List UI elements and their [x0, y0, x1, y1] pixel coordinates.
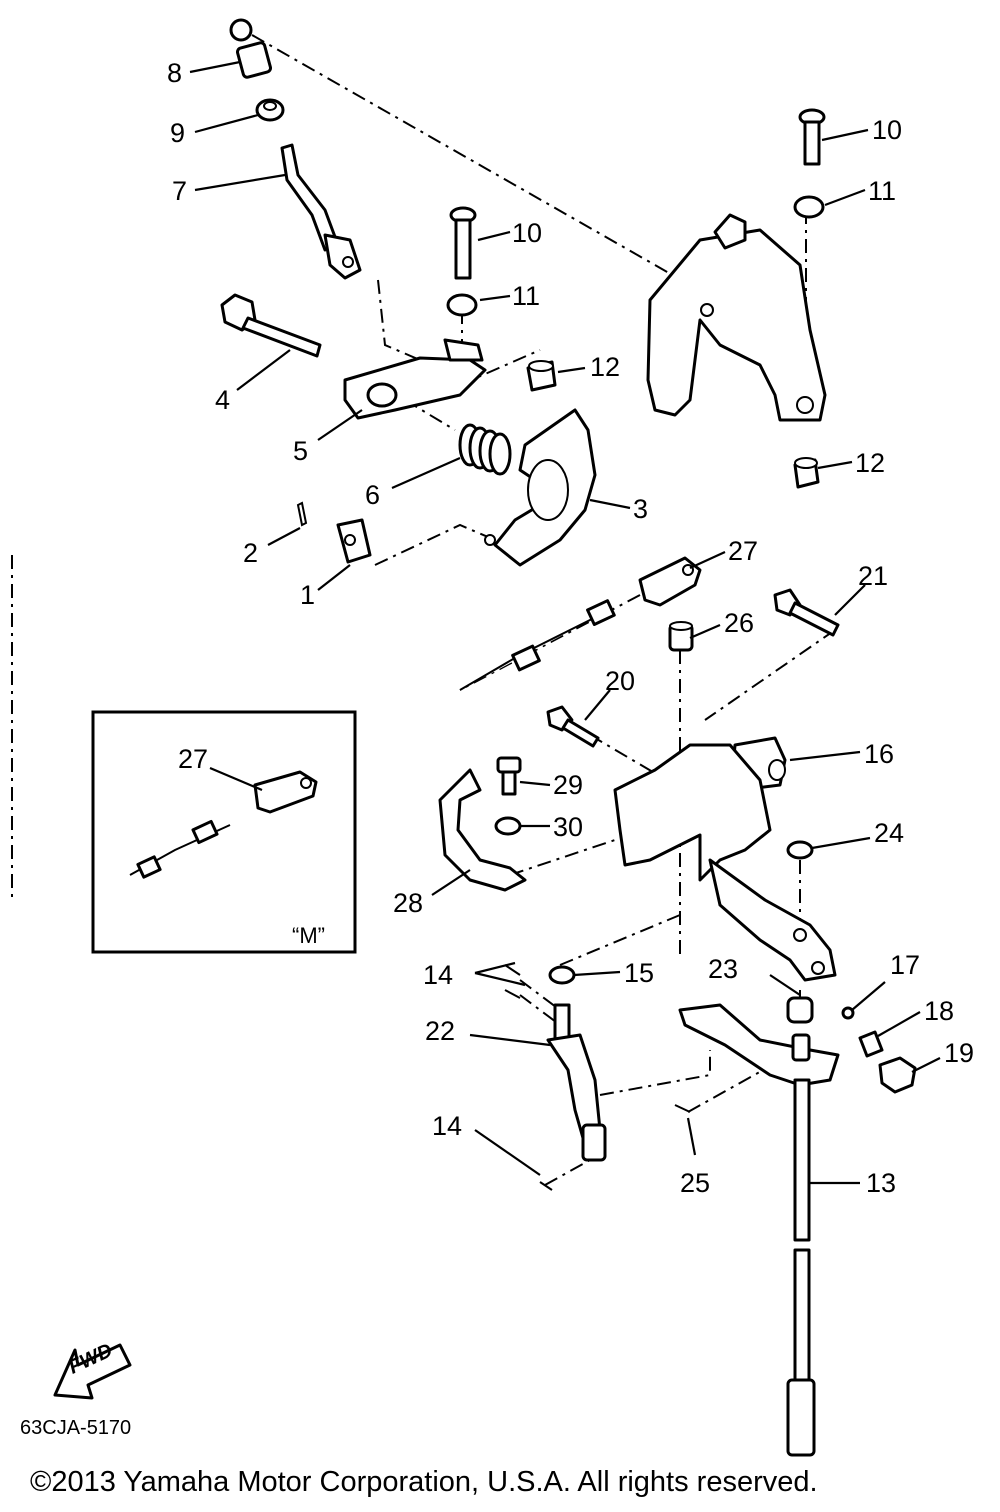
part-14-pin-upper-a: [504, 964, 521, 976]
part-19-plug: [878, 1056, 917, 1094]
callout-25: 25: [680, 1168, 711, 1198]
callout-14-upper: 14: [423, 960, 454, 990]
callout-28: 28: [393, 888, 424, 918]
part-7-link-rod: [280, 143, 362, 280]
diagram-code: 63CJA-5170: [20, 1417, 132, 1439]
part-6-spring: [458, 423, 512, 476]
callout-5: 5: [293, 436, 309, 466]
fwd-arrow-icon: [53, 1343, 132, 1400]
part-30-washer: [494, 816, 522, 836]
callout-18: 18: [924, 996, 955, 1026]
part-23-bushing: [786, 996, 814, 1024]
part-16-shift-bracket: [613, 736, 837, 982]
part-11-nut-upper: [793, 195, 825, 219]
callout-1: 1: [300, 580, 316, 610]
callout-11-upper: 11: [868, 176, 897, 206]
part-8-connector: [229, 18, 273, 79]
callout-10-upper: 10: [872, 115, 903, 145]
callout-30: 30: [553, 812, 584, 842]
callout-15: 15: [624, 958, 655, 988]
part-12-grommet-lower: [793, 457, 820, 489]
callout-19: 19: [944, 1038, 975, 1068]
part-1-joint: [336, 518, 372, 564]
part-17-ball: [841, 1006, 855, 1020]
part-14-pin-lower: [539, 1181, 553, 1191]
cover-housing: [646, 213, 827, 422]
callout-21: 21: [858, 561, 889, 591]
callout-3: 3: [633, 494, 649, 524]
callout-11-middle: 11: [512, 281, 541, 311]
callout-7: 7: [172, 176, 188, 206]
callout-26: 26: [724, 608, 755, 638]
copyright-notice: ©2013 Yamaha Motor Corporation, U.S.A. A…: [30, 1466, 818, 1498]
part-11-nut-middle: [446, 293, 478, 317]
part-22-shift-lever: [546, 1003, 607, 1162]
part-3-bracket: [484, 408, 597, 567]
shift-cable: [459, 599, 616, 691]
callout-4: 4: [215, 385, 231, 415]
callout-23: 23: [708, 954, 739, 984]
part-28-clip: [438, 768, 527, 892]
callout-20: 20: [605, 666, 636, 696]
callout-22: 22: [425, 1016, 456, 1046]
callout-29: 29: [553, 770, 584, 800]
part-12-grommet-upper: [526, 360, 557, 392]
callout-6: 6: [365, 480, 381, 510]
callout-27-inset: 27: [178, 744, 209, 774]
callout-13: 13: [866, 1168, 897, 1198]
callout-16: 16: [864, 739, 895, 769]
callout-8: 8: [167, 58, 183, 88]
leader-lines: [189, 60, 941, 1185]
part-13-shift-rod: [786, 1078, 816, 1457]
callout-12-upper: 12: [590, 352, 621, 382]
callout-12-lower: 12: [855, 448, 886, 478]
callout-10-middle: 10: [512, 218, 543, 248]
part-27-joint: [638, 556, 702, 607]
inset-variant-m: [91, 710, 357, 954]
part-15-washer: [548, 965, 576, 985]
part-4-bolt: [220, 293, 322, 358]
part-25-pin: [674, 1104, 691, 1113]
part-26-collar: [668, 621, 694, 652]
part-20-bolt: [546, 705, 600, 748]
part-14-pin-upper-b: [504, 989, 521, 999]
callout-9: 9: [170, 118, 186, 148]
part-18-spring: [858, 1030, 884, 1058]
part-21-bolt: [773, 588, 840, 637]
part-25-shift-plate: [678, 1003, 840, 1087]
part-9-nut: [255, 98, 285, 122]
callout-24: 24: [874, 818, 905, 848]
callout-2: 2: [243, 538, 259, 568]
part-10-screw-middle: [449, 206, 477, 280]
part-5-lever: [343, 338, 487, 420]
callout-27-main: 27: [728, 536, 759, 566]
part-2-cotter-pin: [296, 501, 308, 527]
callout-14-lower: 14: [432, 1111, 463, 1141]
part-10-screw-upper: [798, 108, 826, 166]
callout-17: 17: [890, 950, 921, 980]
part-29-bolt: [496, 756, 522, 796]
inset-variant-label: “M”: [292, 923, 325, 948]
part-24-washer: [786, 840, 814, 860]
